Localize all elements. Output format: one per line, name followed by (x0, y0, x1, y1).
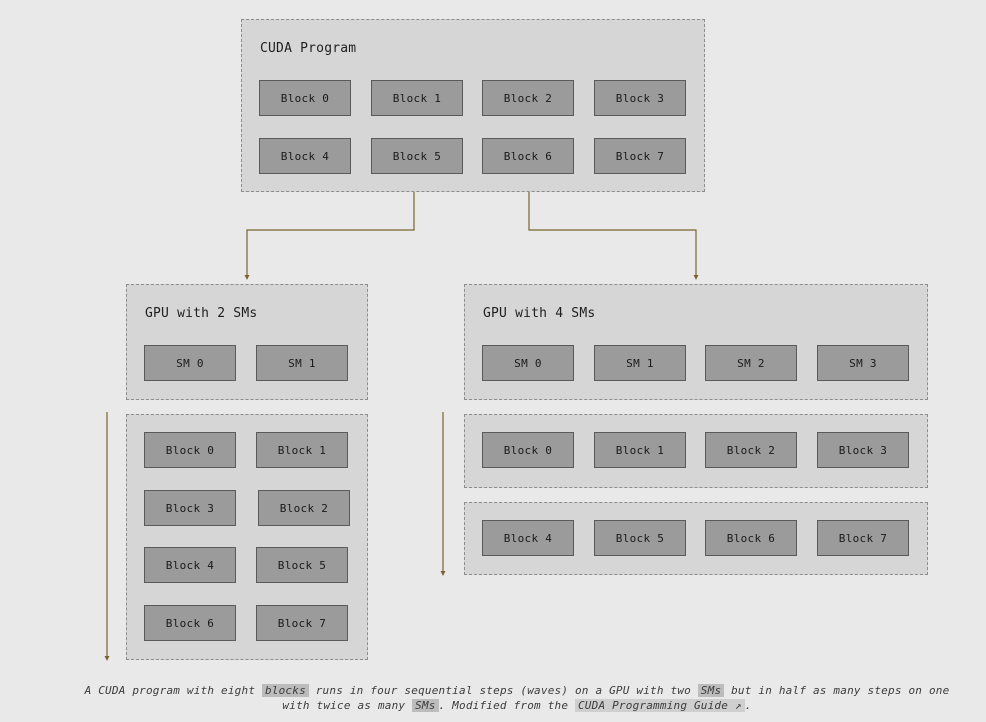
cuda-program-title: CUDA Program (260, 41, 357, 56)
wave-block: Block 3 (817, 432, 909, 468)
gpu-4sm-panel: GPU with 4 SMs SM 0 SM 1 SM 2 SM 3 (464, 284, 928, 400)
sm-box: SM 1 (256, 345, 348, 381)
arrowhead-icon (440, 571, 446, 576)
sm-box: SM 0 (482, 345, 574, 381)
sm-box: SM 2 (705, 345, 797, 381)
program-block: Block 4 (259, 138, 351, 174)
gpu-2sm-title: GPU with 2 SMs (145, 306, 258, 321)
program-block: Block 0 (259, 80, 351, 116)
sm-box: SM 3 (817, 345, 909, 381)
program-block: Block 2 (482, 80, 574, 116)
wave-block: Block 7 (256, 605, 348, 641)
program-to-gpu4-connector (528, 192, 697, 276)
wave-block: Block 0 (482, 432, 574, 468)
gpu-2sm-panel: GPU with 2 SMs SM 0 SM 1 (126, 284, 368, 400)
caption-highlight-blocks: blocks (261, 684, 309, 697)
sm-box: SM 0 (144, 345, 236, 381)
caption-text: . (744, 699, 752, 712)
wave-block: Block 6 (705, 520, 797, 556)
caption-text: A CUDA program with eight (84, 684, 262, 697)
gpu-4sm-wave2-panel: Block 4 Block 5 Block 6 Block 7 (464, 502, 928, 575)
wave-block: Block 7 (817, 520, 909, 556)
wave-block: Block 4 (482, 520, 574, 556)
gpu-2sm-waves-panel: Block 0 Block 1 Block 3 Block 2 Block 4 … (126, 414, 368, 660)
wave-block: Block 4 (144, 547, 236, 583)
wave-block: Block 0 (144, 432, 236, 468)
gpu-4sm-title: GPU with 4 SMs (483, 306, 596, 321)
wave-block: Block 1 (256, 432, 348, 468)
gpu-4sm-wave1-panel: Block 0 Block 1 Block 2 Block 3 (464, 414, 928, 488)
arrowhead-icon (244, 275, 250, 280)
program-block: Block 6 (482, 138, 574, 174)
cuda-guide-link[interactable]: CUDA Programming Guide ↗ (574, 699, 745, 712)
wave-block: Block 3 (144, 490, 236, 526)
program-block: Block 7 (594, 138, 686, 174)
program-block: Block 1 (371, 80, 463, 116)
sm-box: SM 1 (594, 345, 686, 381)
cuda-program-panel: CUDA Program Block 0 Block 1 Block 2 Blo… (241, 19, 705, 192)
program-block: Block 3 (594, 80, 686, 116)
program-to-gpu2-connector (246, 192, 415, 276)
caption-highlight-sms: SMs (412, 699, 439, 712)
wave-block: Block 2 (258, 490, 350, 526)
caption-text: runs in four sequential steps (waves) on… (308, 684, 698, 697)
caption-highlight-sms: SMs (697, 684, 725, 697)
wave-block: Block 1 (594, 432, 686, 468)
figure-caption: A CUDA program with eight blocks runs in… (80, 683, 954, 713)
program-block: Block 5 (371, 138, 463, 174)
arrowhead-icon (104, 656, 110, 661)
caption-text: but in half as many steps on one with tw… (282, 684, 950, 712)
wave-block: Block 2 (705, 432, 797, 468)
wave-block: Block 5 (256, 547, 348, 583)
arrowhead-icon (693, 275, 699, 280)
wave-block: Block 6 (144, 605, 236, 641)
wave-block: Block 5 (594, 520, 686, 556)
caption-text: . Modified from the (438, 699, 575, 712)
